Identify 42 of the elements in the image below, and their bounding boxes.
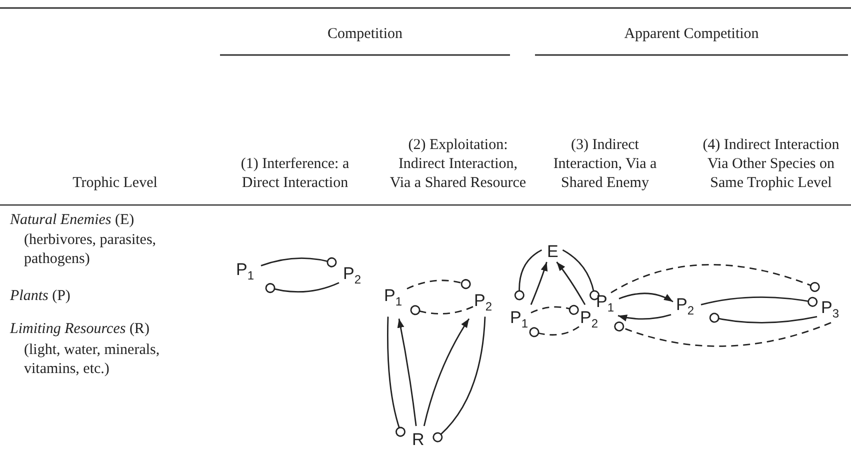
- dashed-circle-ended-line: [614, 321, 832, 347]
- species-label: E: [547, 240, 558, 264]
- column-heading: Trophic Level: [72, 174, 158, 193]
- column-heading: (2) Exploitation: Indirect Interaction, Via a Shared Resource: [388, 136, 528, 193]
- dashed-circle-ended-line: [406, 279, 471, 290]
- species-label: P$_{1}$: [510, 306, 528, 336]
- arrow: [556, 262, 586, 306]
- row-label: Limiting Resources (R): [10, 320, 150, 339]
- species-label: P$_{1}$: [384, 284, 402, 314]
- circle-ended-line: [700, 296, 818, 307]
- species-label: P$_{2}$: [474, 289, 492, 318]
- dashed-circle-ended-line: [529, 326, 580, 338]
- dashed-circle-ended-line: [530, 305, 579, 316]
- column-heading: (4) Indirect Interaction Via Other Species on Same Trophic Level: [702, 136, 840, 193]
- species-label: P$_{2}$: [343, 262, 362, 292]
- arrow: [618, 314, 672, 322]
- group-heading: Apparent Competition: [623, 25, 760, 44]
- species-label: P$_{2}$: [676, 293, 694, 322]
- arrow: [397, 318, 417, 426]
- row-description: (light, water, minerals, vitamins, etc.): [24, 341, 161, 379]
- dashed-circle-ended-line: [610, 264, 820, 294]
- circle-ended-line: [709, 312, 818, 324]
- group-heading: Competition: [326, 25, 404, 44]
- circle-ended-line: [432, 316, 486, 442]
- column-heading: (1) Interference: a Direct Interaction: [240, 155, 350, 193]
- species-label: R: [412, 428, 424, 452]
- row-label: Natural Enemies (E): [10, 211, 136, 230]
- arrow: [618, 292, 674, 302]
- row-label: Plants (P): [10, 287, 72, 306]
- circle-ended-line: [514, 249, 542, 300]
- circle-ended-line: [260, 257, 337, 268]
- arrow: [423, 318, 470, 426]
- circle-ended-line: [387, 316, 406, 437]
- species-label: P$_{3}$: [821, 296, 840, 326]
- arrow: [530, 262, 548, 305]
- species-label: P$_{2}$: [580, 306, 598, 336]
- dashed-circle-ended-line: [410, 305, 474, 315]
- species-label: P$_{1}$: [236, 258, 254, 288]
- circle-ended-line: [562, 249, 600, 300]
- row-description: (herbivores, parasites, pathogens): [24, 231, 158, 269]
- circle-ended-line: [265, 282, 340, 293]
- column-heading: (3) Indirect Interaction, Via a Shared Enemy: [552, 136, 658, 193]
